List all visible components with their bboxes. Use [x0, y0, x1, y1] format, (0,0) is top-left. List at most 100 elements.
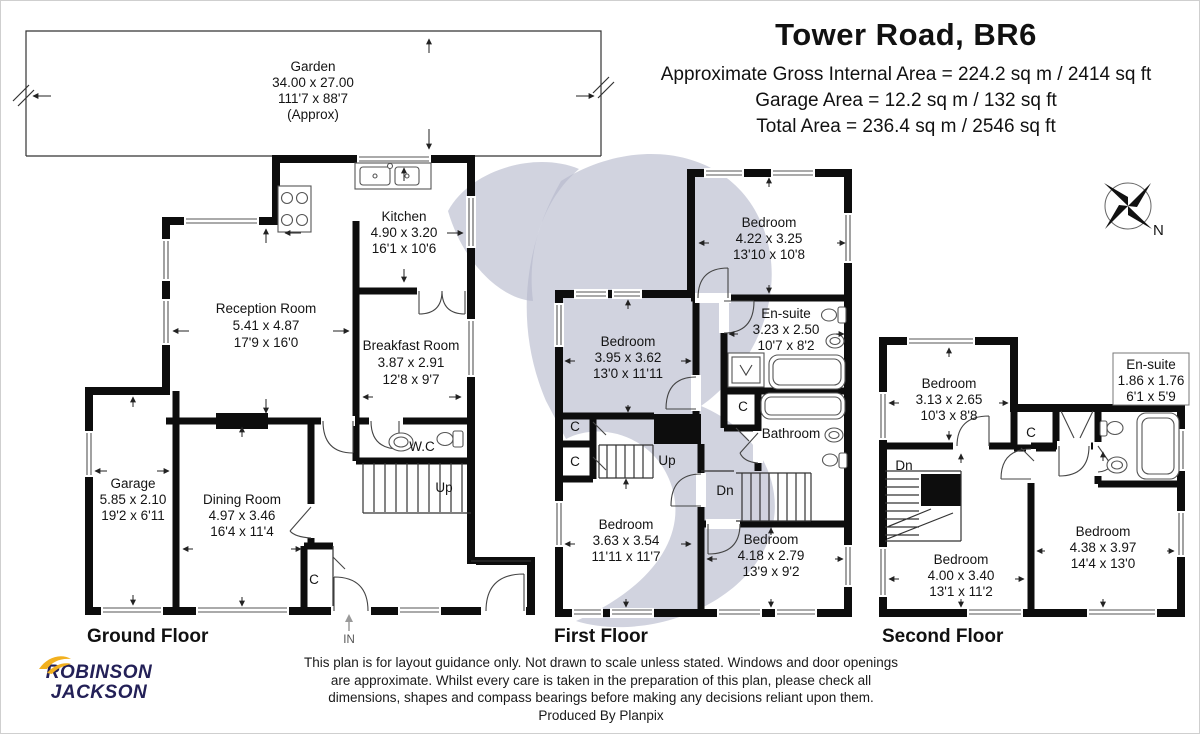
up-label-ground: Up: [435, 480, 452, 495]
first-stairs-down: [736, 472, 812, 522]
kitchen-imperial: 16'1 x 10'6: [372, 241, 436, 256]
room-label-kitchen: Kitchen 4.90 x 3.20 16'1 x 10'6: [371, 209, 438, 256]
planpix-watermark: [448, 153, 775, 628]
garage-metric: 5.85 x 2.10: [100, 492, 167, 507]
garden-note: (Approx): [287, 107, 339, 122]
reception-metric: 5.41 x 4.87: [233, 318, 300, 333]
room-label-ensuite-f1: En-suite 3.23 x 2.50 10'7 x 8'2: [753, 306, 820, 353]
room-label-garden: Garden 34.00 x 27.00 111'7 x 88'7 (Appro…: [272, 59, 354, 122]
cupboard-label-f2: C: [1026, 425, 1036, 440]
down-label-first: Dn: [716, 483, 733, 498]
bedroom4-metric: 4.18 x 2.79: [738, 548, 805, 563]
ensuite-label-box: [1112, 352, 1190, 406]
cupboard-label-f1-c: C: [738, 399, 748, 414]
title-block: Tower Road, BR6 Approximate Gross Intern…: [631, 17, 1181, 140]
bedroom2-name: Bedroom: [601, 334, 656, 349]
second-floor-label: Second Floor: [882, 626, 1004, 647]
compass-icon: N: [1104, 182, 1164, 239]
reception-name: Reception Room: [216, 301, 317, 316]
gross-internal-area: Approximate Gross Internal Area = 224.2 …: [660, 64, 1152, 85]
bedroom7-imperial: 14'4 x 13'0: [1071, 556, 1135, 571]
entrance-label: IN: [343, 634, 355, 646]
bedroom6-name: Bedroom: [934, 552, 989, 567]
chimney-breast: [216, 413, 268, 429]
room-label-bedroom-f2-br: Bedroom 4.38 x 3.97 14'4 x 13'0: [1070, 524, 1137, 571]
second-windows: [880, 338, 1184, 615]
ensuite2-imperial: 6'1 x 5'9: [1126, 389, 1175, 404]
cupboard-label-f1-a: C: [570, 419, 580, 434]
room-label-bedroom-f2-bl: Bedroom 4.00 x 3.40 13'1 x 11'2: [928, 552, 995, 599]
garage-name: Garage: [110, 476, 155, 491]
wc-label: W.C: [409, 439, 435, 454]
bathroom-label: Bathroom: [762, 426, 821, 441]
wc-fixtures: [388, 430, 464, 452]
room-label-bedroom-f1-br: Bedroom 4.18 x 2.79 13'9 x 9'2: [738, 532, 805, 579]
robinson-jackson-logo: ROBINSON JACKSON: [37, 656, 161, 703]
solid-landing-block: [654, 414, 701, 444]
produced-by: Produced By Planpix: [538, 707, 664, 723]
second-dimension-arrows: [888, 347, 1175, 608]
first-floor-label: First Floor: [554, 626, 648, 647]
first-dimension-arrows: [564, 177, 846, 608]
room-label-bedroom-f1-mid: Bedroom 3.95 x 3.62 13'0 x 11'11: [593, 334, 663, 381]
garage-imperial: 19'2 x 6'11: [101, 508, 164, 523]
hob-icon: [277, 185, 312, 233]
garden-name: Garden: [290, 59, 335, 74]
second-floor-plan: Bedroom 3.13 x 2.65 10'3 x 8'8 En-suite …: [878, 336, 1190, 618]
bedroom3-imperial: 11'11 x 11'7: [592, 549, 661, 564]
room-label-breakfast: Breakfast Room 3.87 x 2.91 12'8 x 9'7: [363, 338, 460, 387]
room-label-garage: Garage 5.85 x 2.10 19'2 x 6'11: [100, 476, 167, 523]
ensuite1-name: En-suite: [761, 306, 811, 321]
first-doors: [592, 267, 759, 555]
first-openings: [554, 168, 853, 618]
garden-outline: [12, 30, 615, 157]
bedroom3-name: Bedroom: [599, 517, 654, 532]
room-label-reception: Reception Room 5.41 x 4.87 17'9 x 16'0: [216, 301, 317, 350]
bedroom7-metric: 4.38 x 3.97: [1070, 540, 1137, 555]
compass-north-label: N: [1153, 222, 1164, 239]
cupboard-label-ground: C: [309, 572, 319, 587]
ground-dimension-arrows: [32, 38, 595, 607]
bedroom1-imperial: 13'10 x 10'8: [733, 247, 805, 262]
second-stairs-down: [885, 470, 962, 542]
ensuite1-imperial: 10'7 x 8'2: [758, 338, 815, 353]
kitchen-name: Kitchen: [381, 209, 426, 224]
page-title: Tower Road, BR6: [775, 17, 1037, 52]
first-ensuite-fixtures: [727, 306, 847, 390]
first-floor-plan: Bedroom 4.22 x 3.25 13'10 x 10'8 Bedroom…: [554, 168, 853, 618]
room-label-dining: Dining Room 4.97 x 3.46 16'4 x 11'4: [203, 492, 281, 539]
disclaimer-line-2: are approximate. Whilst every care is ta…: [330, 672, 872, 688]
kitchen-metric: 4.90 x 3.20: [371, 225, 438, 240]
second-ensuite-fixtures: [1099, 412, 1180, 480]
logo-bird-icon: [39, 656, 71, 674]
bedroom5-metric: 3.13 x 2.65: [916, 392, 983, 407]
ensuite1-metric: 3.23 x 2.50: [753, 322, 820, 337]
disclaimer-line-3: dimensions, shapes and compass bearings …: [328, 690, 874, 705]
bedroom5-name: Bedroom: [922, 376, 977, 391]
total-area: Total Area = 236.4 sq m / 2546 sq ft: [756, 116, 1056, 137]
bedroom4-name: Bedroom: [744, 532, 799, 547]
bedroom1-name: Bedroom: [742, 215, 797, 230]
room-label-bedroom-f1-bl: Bedroom 3.63 x 3.54 11'11 x 11'7: [592, 517, 661, 564]
dining-metric: 4.97 x 3.46: [209, 508, 276, 523]
ground-floor-label: Ground Floor: [87, 626, 209, 647]
down-label-second: Dn: [895, 458, 912, 473]
second-doors: [956, 410, 1113, 480]
up-label-first: Up: [658, 453, 675, 468]
bedroom3-metric: 3.63 x 3.54: [593, 533, 660, 548]
cupboard-label-f1-b: C: [570, 454, 580, 469]
ensuite2-name: En-suite: [1126, 357, 1176, 372]
bedroom5-imperial: 10'3 x 8'8: [921, 408, 978, 423]
bedroom2-imperial: 13'0 x 11'11: [593, 366, 663, 381]
ground-openings: [84, 154, 526, 616]
garage-area: Garage Area = 12.2 sq m / 132 sq ft: [755, 90, 1057, 111]
ground-floor-plan: Garden 34.00 x 27.00 111'7 x 88'7 (Appro…: [12, 30, 615, 646]
kitchen-sink-icon: [354, 162, 432, 190]
breakfast-imperial: 12'8 x 9'7: [383, 372, 440, 387]
reception-imperial: 17'9 x 16'0: [234, 335, 298, 350]
first-windows: [556, 170, 851, 615]
first-bathroom-fixtures: [760, 392, 848, 469]
breakfast-metric: 3.87 x 2.91: [378, 355, 445, 370]
